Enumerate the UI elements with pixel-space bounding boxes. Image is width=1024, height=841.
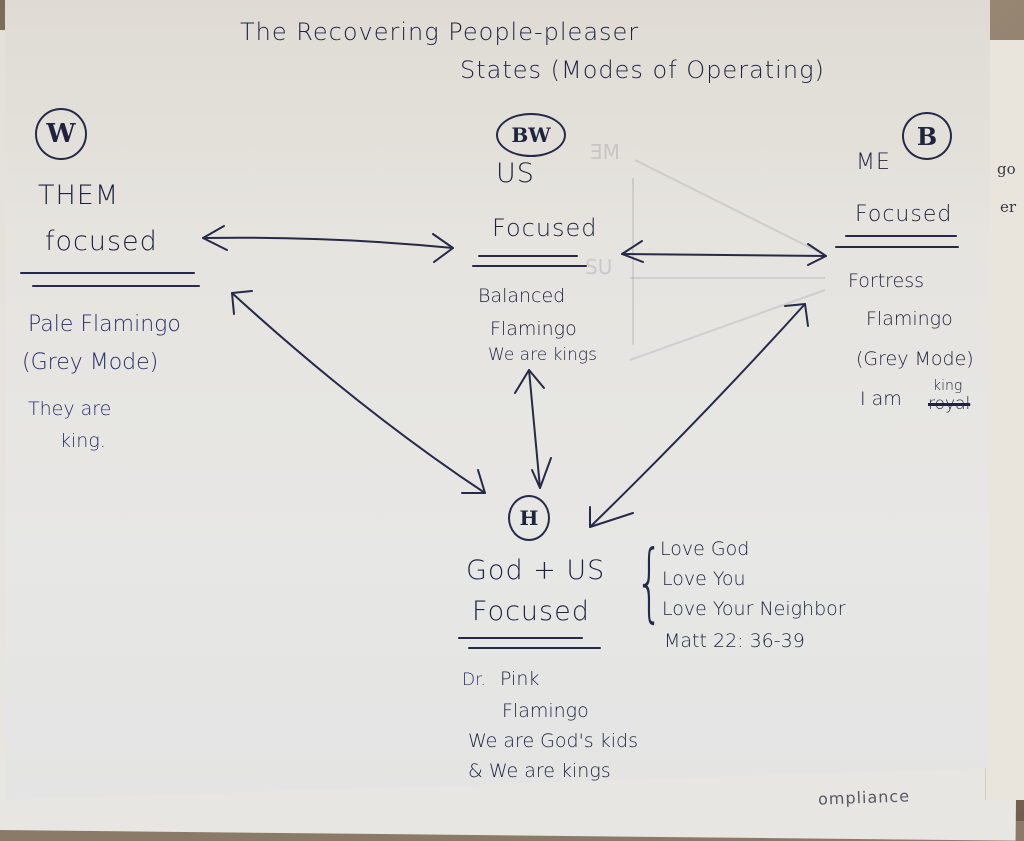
connection-arrows <box>202 225 827 528</box>
erased-lower-line <box>629 289 826 361</box>
node-heading-them: THEM <box>38 180 120 211</box>
arrowhead-us-left <box>432 233 454 263</box>
node-badge-them: W <box>35 108 87 160</box>
erased-diagonal-line <box>634 159 826 256</box>
node-focus-god-us: Focused <box>472 596 590 627</box>
node-motto-me-struck: royal <box>928 394 971 414</box>
underline-me-2 <box>835 246 959 248</box>
arrow-line-me-god-us <box>589 303 806 528</box>
node-motto-them-2: king. <box>60 430 106 452</box>
node-name-prefix-god-us: Dr. <box>462 670 486 690</box>
node-name-them: Pale Flamingo <box>28 312 181 337</box>
erased-trace-me: ƎM <box>590 140 620 164</box>
node-motto-them-1: They are <box>28 398 112 420</box>
node-mode-me: (Grey Mode) <box>856 348 974 370</box>
node-motto-god-us-1: We are God's kids <box>468 730 638 752</box>
node-motto-us: We are kings <box>488 345 597 365</box>
node-name-us-1: Balanced <box>478 285 566 307</box>
arrow-us-me <box>621 240 827 266</box>
arrowhead-us-bottom <box>514 369 545 394</box>
brace-item-4: Matt 22: 36-39 <box>664 630 805 652</box>
arrowhead-them-lower <box>231 290 253 315</box>
underline-them-2 <box>32 285 200 287</box>
node-badge-god-us: H <box>508 495 550 541</box>
arrow-them-us <box>202 225 454 263</box>
node-name-me-2: Flamingo <box>866 308 953 330</box>
node-focus-them: focused <box>45 226 158 257</box>
erased-trace-lines <box>0 0 1024 821</box>
node-motto-me-correction: king <box>933 378 963 394</box>
right-sheet-edge <box>985 40 1024 800</box>
arrowhead-me <box>807 243 827 266</box>
underline-us-2 <box>472 265 587 267</box>
node-mode-them: (Grey Mode) <box>22 350 159 375</box>
node-focus-me: Focused <box>855 202 953 227</box>
underline-god-us-2 <box>468 647 601 649</box>
title-line-2: States (Modes of Operating) <box>460 56 825 84</box>
node-focus-us: Focused <box>492 214 598 242</box>
brace-item-2: Love You <box>662 568 746 590</box>
node-motto-god-us-2: & We are kings <box>468 760 611 782</box>
brace-icon: { <box>635 532 664 632</box>
arrowhead-me-lower <box>784 303 809 327</box>
title-line-1: The Recovering People-pleaser <box>240 18 640 46</box>
arrow-line-them-us <box>202 236 454 249</box>
node-heading-us: US <box>496 158 535 189</box>
arrow-line-us-me <box>621 253 827 257</box>
node-name-me-1: Fortress <box>848 270 925 292</box>
arrow-line-them-god-us <box>231 292 486 494</box>
node-badge-us: BW <box>496 113 566 157</box>
underline-them-1 <box>20 272 195 274</box>
underline-us-1 <box>478 255 578 257</box>
node-badge-me: B <box>902 112 952 160</box>
node-name-god-us-1: Pink <box>500 668 540 690</box>
arrow-us-god-us <box>514 369 552 489</box>
arrowhead-us-right <box>621 240 644 263</box>
erased-trace-us: SU <box>585 255 613 279</box>
arrow-them-god-us <box>231 290 486 494</box>
arrowhead-god-us-left <box>461 469 486 494</box>
node-name-us-2: Flamingo <box>490 318 577 340</box>
node-motto-me-prefix: I am <box>860 388 902 410</box>
arrow-line-us-god-us <box>528 369 541 489</box>
node-heading-me: ME <box>856 150 891 175</box>
arrow-me-god-us <box>589 303 809 528</box>
arrowhead-god-us-right <box>589 506 634 528</box>
brace-item-3: Love Your Neighbor <box>662 598 846 620</box>
underline-god-us-1 <box>458 637 583 639</box>
arrowhead-them <box>202 225 228 251</box>
right-sheet-text-1: go <box>997 160 1016 178</box>
node-heading-god-us: God + US <box>466 555 606 586</box>
underline-me-1 <box>845 235 957 237</box>
brace-item-1: Love God <box>660 538 750 560</box>
arrowhead-god-us-top <box>531 457 552 489</box>
right-sheet-text-2: er <box>1000 198 1017 216</box>
node-name-god-us-2: Flamingo <box>502 700 589 722</box>
